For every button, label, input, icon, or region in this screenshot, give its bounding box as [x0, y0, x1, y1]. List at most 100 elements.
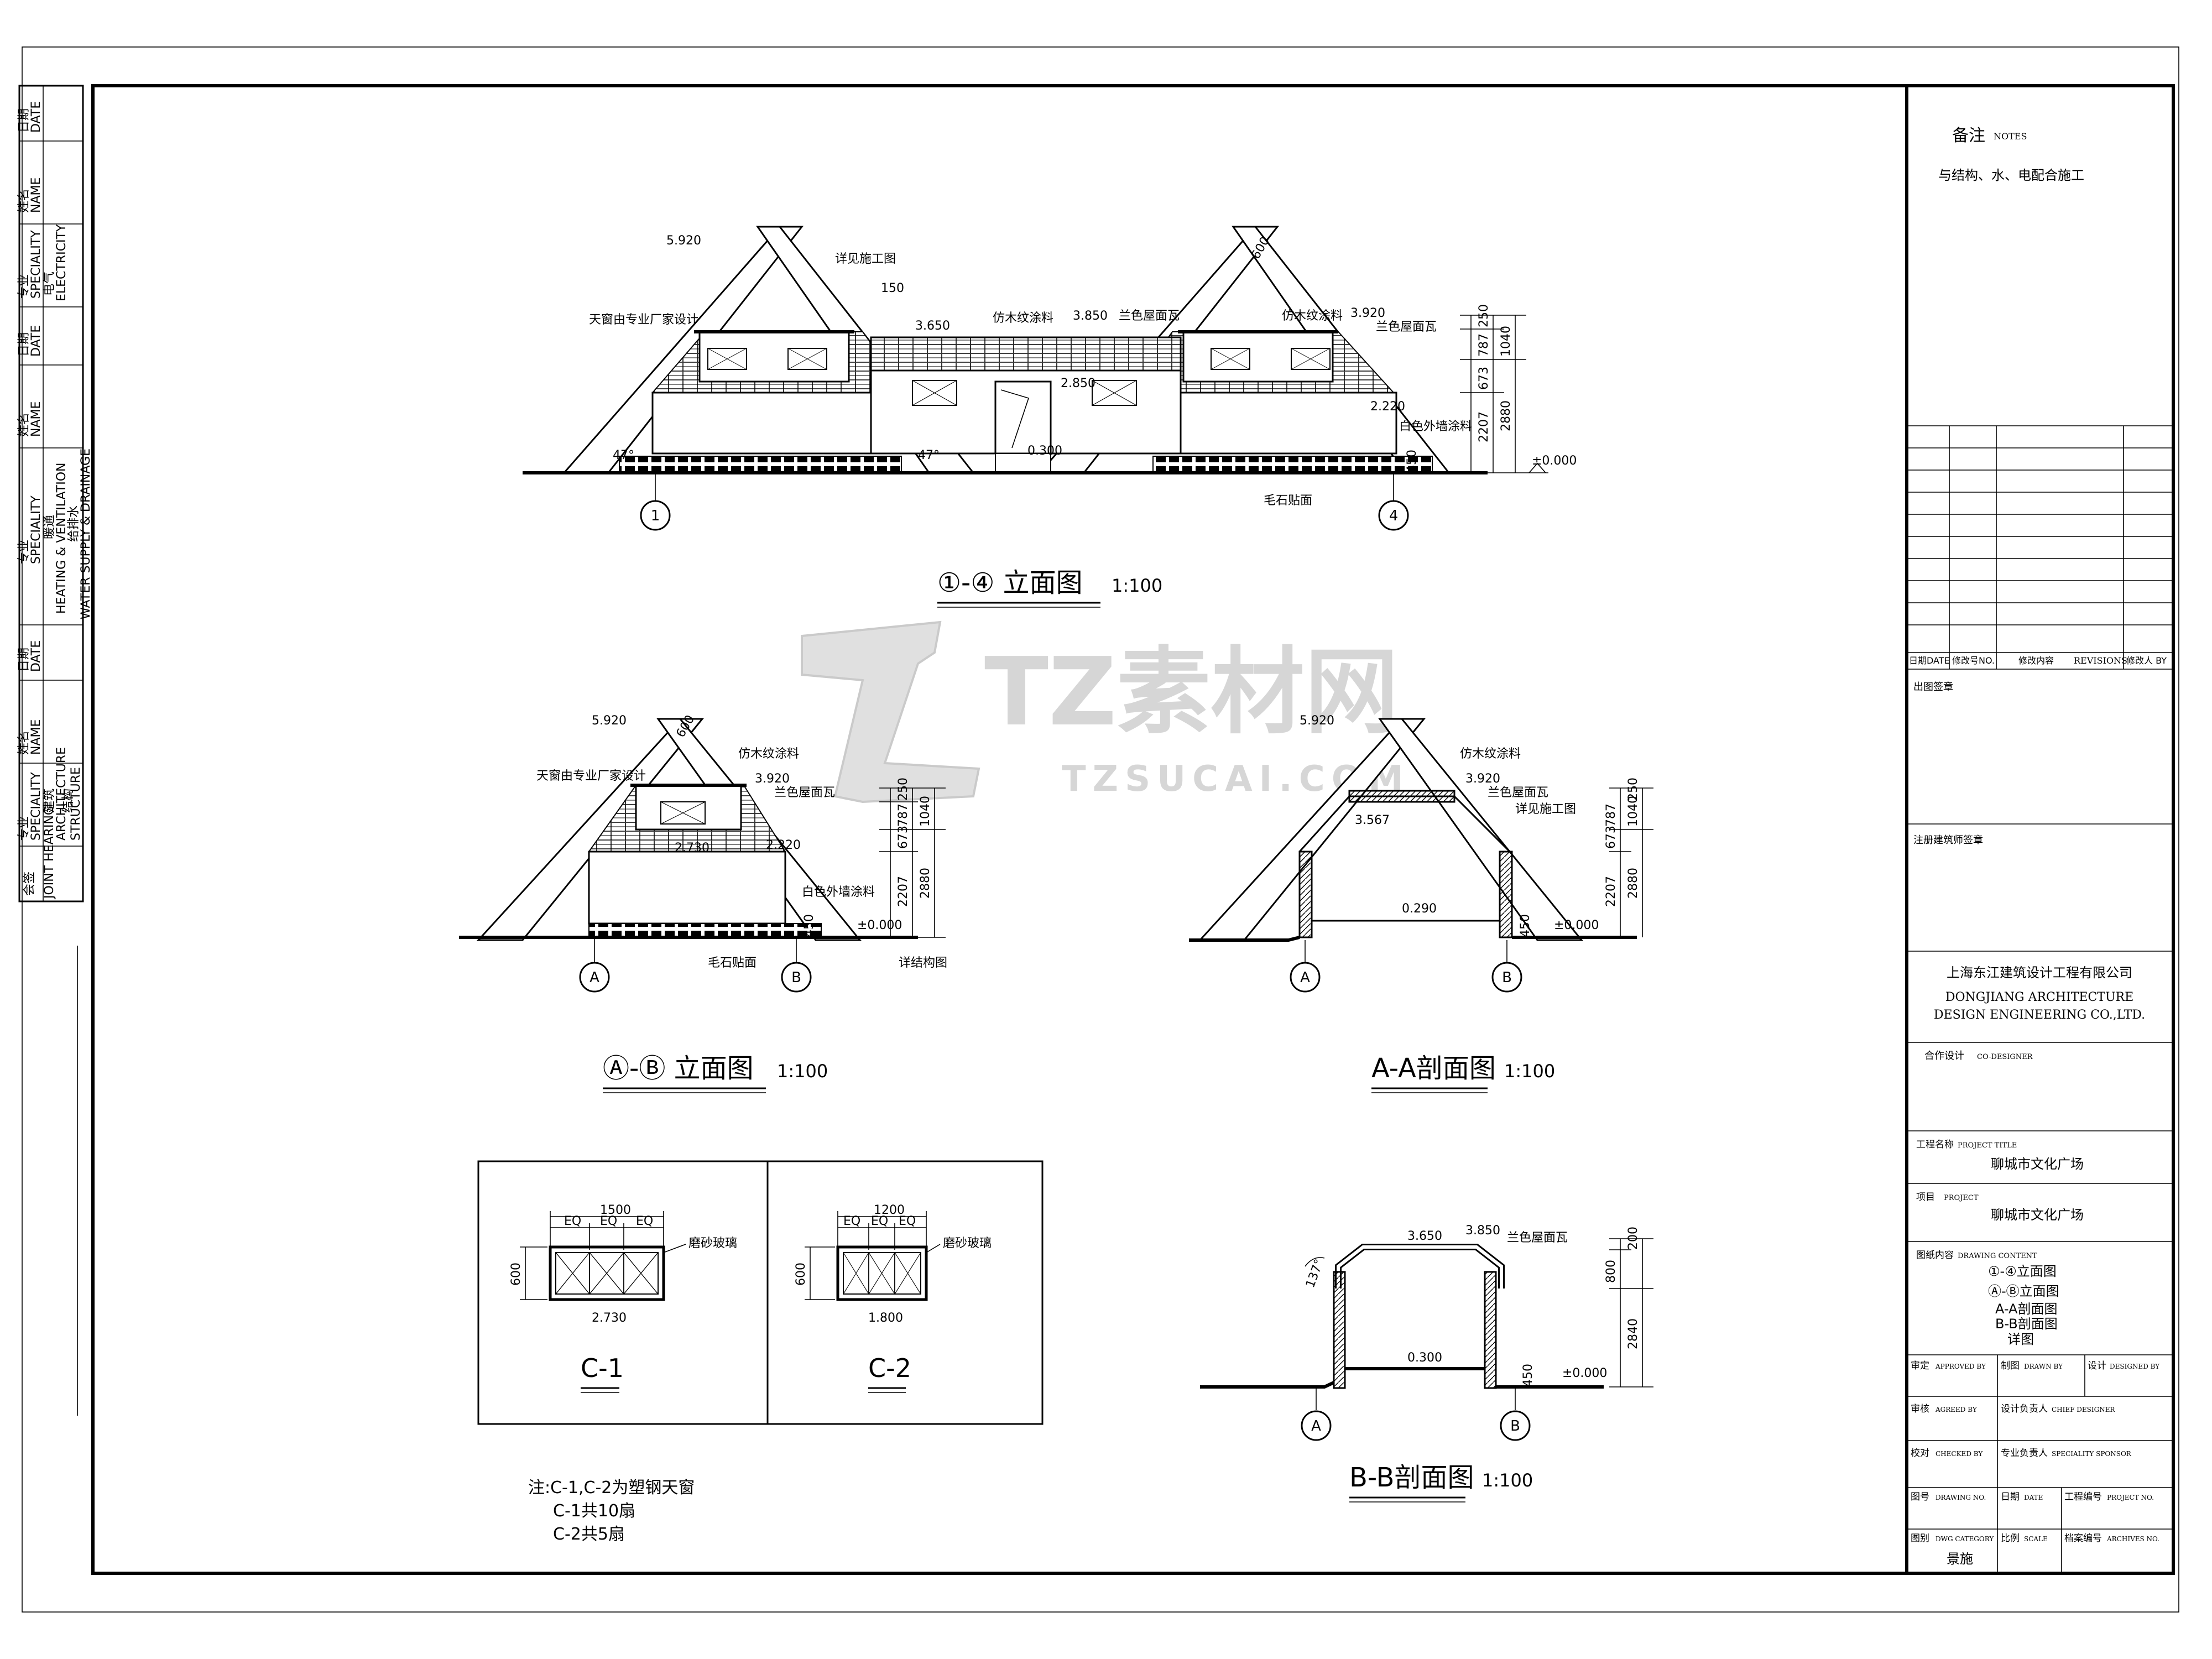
e1-dim-1: 787: [1477, 333, 1491, 357]
strip-water-en: WATER SUPPLY & DRAINAGE: [79, 448, 93, 619]
tb-chief-en: CHIEF DESIGNER: [2052, 1406, 2115, 1413]
e1-axis-4: 4: [1389, 508, 1399, 524]
e1-dim-4: 2207: [1477, 411, 1491, 442]
tb-notes-text: 与结构、水、电配合施工: [1938, 168, 2084, 183]
a-scale: 1:100: [1504, 1061, 1555, 1082]
c1-eq-1: EQ: [564, 1214, 581, 1228]
e2-lbl-10: 毛石贴面: [708, 956, 757, 970]
e1-lbl-8: 仿木纹涂料: [1282, 309, 1343, 323]
e1-lbl-6: 兰色屋面瓦: [1119, 309, 1180, 323]
strip-hvac: 暖通: [43, 515, 56, 539]
c2-bottom-dim: 1.800: [868, 1311, 903, 1325]
e2-lbl-12: 450: [802, 914, 816, 937]
tb-content-5: 详图: [2007, 1332, 2034, 1347]
tb-drawing-no-en: DRAWING NO.: [1936, 1494, 1986, 1501]
e1-lbl-17: 47°: [613, 448, 634, 462]
tb-date: 日期: [2001, 1491, 2020, 1503]
a-lbl-1: 仿木纹涂料: [1460, 747, 1521, 761]
strip-spec-3-en: SPECIALITY: [29, 772, 43, 841]
tb-company-en1: DONGJIANG ARCHITECTURE: [1945, 990, 2133, 1004]
strip-date-1: 日期: [17, 108, 31, 133]
e2-lbl-3: 天窗由专业厂家设计: [536, 769, 646, 783]
b-axis-a: A: [1311, 1418, 1321, 1434]
section-b-b: 3.650 3.850 兰色屋面瓦 137° 0.300 ±0.000 450 …: [1200, 1224, 1653, 1503]
e2-title: Ⓐ-Ⓑ 立面图: [603, 1053, 754, 1084]
a-lbl-8: 450: [1519, 914, 1532, 937]
tb-project-label: 项目: [1916, 1192, 1935, 1203]
tb-rev-by: 修改人 BY: [2126, 655, 2167, 666]
e2-dim-1: 787: [896, 804, 910, 827]
note-line-3: C-2共5扇: [553, 1525, 625, 1544]
a-dim-2: 1040: [1626, 796, 1640, 827]
c1-top-dim: 1500: [600, 1203, 631, 1217]
strip-name-3-en: NAME: [29, 719, 43, 755]
e1-lbl-10: 兰色屋面瓦: [1376, 320, 1437, 334]
b-lbl-2: 兰色屋面瓦: [1507, 1231, 1568, 1245]
c1-glass: 磨砂玻璃: [688, 1237, 737, 1250]
b-axis-b: B: [1510, 1418, 1520, 1434]
tb-content-3: A-A剖面图: [1995, 1301, 2057, 1317]
tb-issue-stamp: 出图签章: [1913, 681, 1953, 693]
a-lbl-7: ±0.000: [1554, 919, 1599, 932]
b-dim-2: 2840: [1626, 1318, 1640, 1349]
c2-eq-1: EQ: [843, 1214, 860, 1228]
e2-lbl-5: 兰色屋面瓦: [774, 786, 835, 800]
e1-dim-0: 250: [1477, 304, 1491, 327]
tb-designed-en: DESIGNED BY: [2110, 1363, 2160, 1370]
tb-checked: 校对: [1911, 1448, 1929, 1459]
strip-arch-en: ARCHITECTURE: [55, 747, 69, 841]
tb-content-label: 图纸内容: [1916, 1250, 1954, 1261]
c2-top-dim: 1200: [874, 1203, 905, 1217]
a-lbl-5: 3.567: [1355, 813, 1390, 827]
tb-codesign-en: CO-DESIGNER: [1977, 1053, 2033, 1061]
tb-proj-title-en: PROJECT TITLE: [1958, 1141, 2017, 1150]
b-lbl-5: ±0.000: [1562, 1366, 1607, 1380]
c1-bottom-dim: 2.730: [592, 1311, 627, 1325]
tb-codesign: 合作设计: [1924, 1050, 1964, 1062]
tb-company-en2: DESIGN ENGINEERING CO.,LTD.: [1934, 1008, 2145, 1022]
b-title: B-B剖面图: [1349, 1462, 1474, 1493]
e2-lbl-6: 2.730: [675, 841, 709, 855]
strip-name-1-en: NAME: [29, 178, 43, 213]
tb-proj-title: 聊城市文化广场: [1991, 1156, 2084, 1172]
c1-height-dim: 600: [509, 1262, 523, 1286]
e1-title: ①-④ 立面图: [937, 567, 1083, 598]
tb-drawn-en: DRAWN BY: [2024, 1363, 2063, 1370]
e1-lbl-4: 仿木纹涂料: [993, 311, 1053, 325]
a-lbl-6: 0.290: [1402, 902, 1437, 916]
tb-date-en: DATE: [2024, 1494, 2043, 1501]
tb-rev-date: 日期DATE: [1909, 655, 1950, 666]
tb-proj-title-label: 工程名称: [1916, 1139, 1954, 1150]
window-note: 注:C-1,C-2为塑钢天窗 C-1共10扇 C-2共5扇: [528, 1478, 695, 1544]
tb-approved: 审定: [1911, 1360, 1929, 1371]
e2-dim-5: 2880: [919, 868, 932, 899]
c2-eq-3: EQ: [899, 1214, 916, 1228]
a-axis-b: B: [1502, 969, 1512, 986]
e1-lbl-15: 毛石贴面: [1264, 494, 1312, 508]
strip-electric: 电气: [43, 272, 56, 296]
tb-category: 图别: [1911, 1533, 1929, 1544]
tb-project-no-en: PROJECT NO.: [2107, 1494, 2154, 1501]
strip-date-3: 日期: [17, 648, 31, 672]
e1-lbl-12: 2.220: [1370, 400, 1405, 414]
e1-lbl-7: 天窗由专业厂家设计: [589, 313, 698, 327]
strip-struct-en: STRUCTURE: [69, 767, 83, 841]
e2-lbl-4: 3.920: [755, 772, 790, 786]
e2-lbl-11: 详结构图: [899, 956, 947, 970]
strip-name-2: 姓名: [17, 413, 31, 437]
a-lbl-4: 详见施工图: [1515, 802, 1576, 816]
tb-chief: 设计负责人: [2001, 1404, 2048, 1415]
strip-electric-en: ELECTRICITY: [55, 224, 69, 301]
e1-lbl-19: 450: [1405, 450, 1419, 473]
a-lbl-2: 3.920: [1465, 772, 1500, 786]
tb-scale-en: SCALE: [2024, 1535, 2048, 1543]
strip-date-2-en: DATE: [29, 325, 43, 357]
e1-dim-2: 1040: [1499, 326, 1513, 357]
b-lbl-4: 0.300: [1407, 1351, 1442, 1365]
e1-lbl-5: 3.850: [1073, 309, 1108, 323]
e2-lbl-2: 仿木纹涂料: [738, 747, 799, 761]
e1-lbl-9: 3.920: [1350, 306, 1385, 320]
elevation-a-b: 5.920 600 仿木纹涂料 天窗由专业厂家设计 3.920 兰色屋面瓦 2.…: [459, 713, 947, 1093]
c2-height-dim: 600: [794, 1262, 808, 1286]
e1-dim-5: 2880: [1499, 400, 1513, 431]
